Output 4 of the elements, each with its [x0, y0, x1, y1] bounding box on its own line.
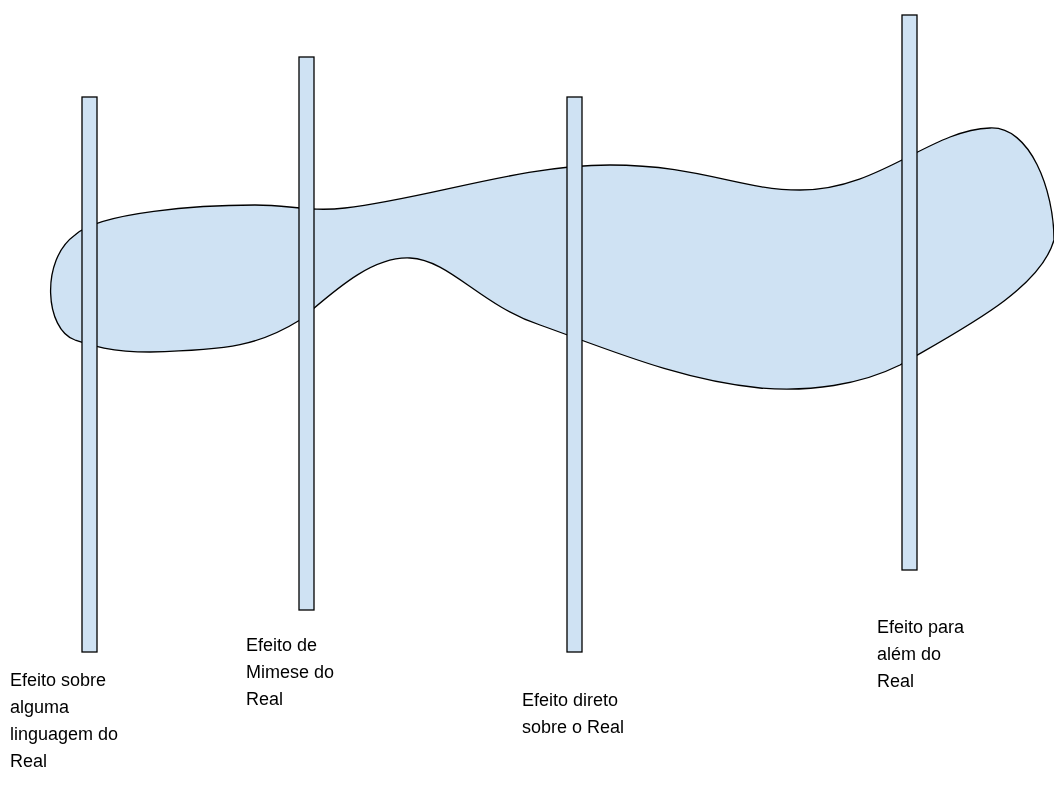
bar-label: Efeito de Mimese do Real	[246, 634, 336, 711]
bar-label: Efeito direto sobre o Real	[522, 689, 626, 739]
bar-label: Efeito para além do Real	[877, 616, 966, 693]
bar-label: Efeito sobre alguma linguagem do Real	[10, 669, 120, 773]
